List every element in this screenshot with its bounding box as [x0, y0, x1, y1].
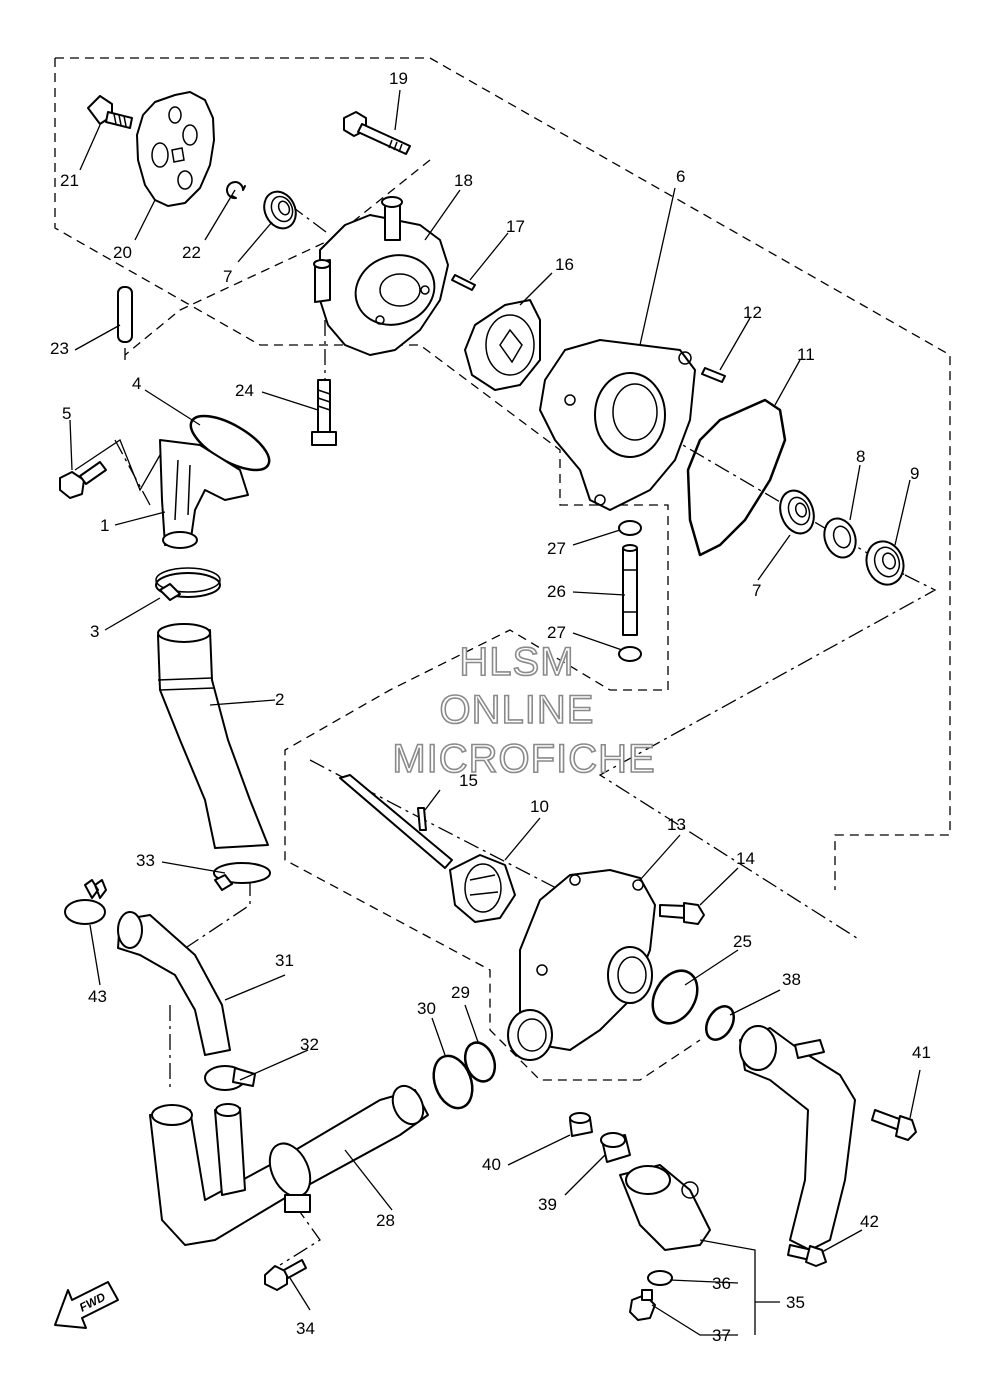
callout-42: 42 — [860, 1212, 879, 1231]
callout-12: 12 — [743, 303, 762, 322]
part-22-circlip — [226, 181, 246, 200]
part-12-pin — [701, 367, 726, 383]
callout-34: 34 — [296, 1319, 315, 1338]
part-28-water-pipe — [149, 1084, 429, 1246]
part-3-hose-clamp — [155, 567, 221, 601]
part-18-pump-housing — [313, 196, 449, 356]
callout-16: 16 — [555, 255, 574, 274]
part-24-bolt — [311, 379, 337, 446]
part-32-clamp — [204, 1065, 256, 1091]
callout-21: 21 — [60, 171, 79, 190]
part-17-pin — [451, 274, 476, 291]
callout-10: 10 — [530, 797, 549, 816]
part-35-pipe-assembly — [619, 1025, 856, 1251]
assembly-boundaries — [54, 57, 951, 1081]
watermark-line-1: HLSM — [459, 640, 574, 684]
watermark: HLSM ONLINE MICROFICHE — [392, 639, 656, 782]
watermark-line-3: MICROFICHE — [392, 737, 655, 781]
callout-7-lower: 7 — [752, 581, 761, 600]
callout-11: 11 — [797, 345, 815, 364]
part-41-bolt — [871, 1109, 917, 1141]
part-13-pump-cover — [507, 869, 656, 1061]
part-1-elbow-fitting — [159, 439, 249, 549]
part-27-oring-lower — [618, 646, 642, 662]
part-42-bolt — [787, 1244, 827, 1267]
callout-35: 35 — [786, 1293, 805, 1312]
callout-8: 8 — [856, 447, 865, 466]
part-31-hose — [117, 911, 231, 1056]
callout-25: 25 — [733, 932, 752, 951]
part-43-clamp — [64, 879, 107, 925]
part-26-pipe — [622, 544, 638, 636]
callout-29: 29 — [451, 983, 470, 1002]
callout-27-upper: 27 — [547, 539, 566, 558]
leader-lines — [69, 89, 921, 1336]
callout-15: 15 — [459, 771, 478, 790]
part-39-grommet — [600, 1132, 631, 1163]
callout-37: 37 — [712, 1326, 731, 1345]
part-7-bearing-upper — [263, 190, 297, 230]
callout-40: 40 — [482, 1155, 501, 1174]
callout-39: 39 — [538, 1195, 557, 1214]
part-16-rotor — [464, 299, 541, 391]
callout-31: 31 — [275, 951, 294, 970]
callout-14: 14 — [736, 849, 755, 868]
callout-24: 24 — [235, 381, 254, 400]
part-2-hose — [157, 623, 269, 849]
callout-30: 30 — [417, 999, 436, 1018]
callout-2: 2 — [275, 690, 284, 709]
part-30-oring — [432, 1054, 474, 1110]
callout-19: 19 — [389, 69, 408, 88]
part-7-bearing-lower — [779, 489, 815, 535]
part-19-bolt — [343, 111, 411, 155]
part-9-mechanical-seal — [865, 540, 905, 586]
part-5-bolt — [59, 461, 107, 499]
callout-36: 36 — [712, 1274, 731, 1293]
part-33-hose-clamp — [213, 862, 271, 891]
callout-5: 5 — [62, 404, 71, 423]
part-40-cap — [569, 1112, 593, 1137]
part-34-bolt — [264, 1259, 307, 1291]
callout-38: 38 — [782, 970, 801, 989]
part-6-pump-cover — [539, 339, 696, 511]
callout-3: 3 — [90, 622, 99, 641]
callout-13: 13 — [667, 815, 686, 834]
part-10-impeller-shaft — [339, 774, 516, 923]
watermark-line-2: ONLINE — [440, 688, 595, 732]
part-20-sprocket — [136, 91, 215, 207]
callout-18: 18 — [454, 171, 473, 190]
part-37-drain-bolt — [629, 1289, 656, 1321]
part-36-washer — [647, 1270, 673, 1286]
callout-6: 6 — [676, 167, 685, 186]
part-27-oring-upper — [618, 520, 642, 536]
callout-4: 4 — [132, 374, 141, 393]
callout-26: 26 — [547, 582, 566, 601]
callout-9: 9 — [910, 464, 919, 483]
callout-20: 20 — [113, 243, 132, 262]
callout-7-upper: 7 — [223, 267, 232, 286]
callout-43: 43 — [88, 987, 107, 1006]
callout-32: 32 — [300, 1035, 319, 1054]
callout-23: 23 — [50, 339, 69, 358]
part-38-oring — [705, 1005, 735, 1041]
part-23-dowel — [117, 286, 133, 343]
fwd-arrow-icon: FWD — [54, 1281, 119, 1329]
callout-17: 17 — [506, 217, 525, 236]
part-25-oring — [651, 969, 699, 1025]
callout-labels: 19 21 20 22 7 18 17 16 6 12 11 8 9 7 27 … — [50, 69, 931, 1345]
part-8-seal — [823, 517, 857, 559]
callout-22: 22 — [182, 243, 201, 262]
callout-33: 33 — [136, 851, 155, 870]
part-14-bolt — [659, 902, 705, 925]
part-15-pin — [417, 807, 427, 831]
part-11-gasket — [686, 398, 787, 557]
part-21-bolt — [87, 95, 133, 129]
callout-1: 1 — [100, 516, 109, 535]
callout-27-lower: 27 — [547, 623, 566, 642]
part-29-oring — [463, 1041, 497, 1083]
callout-41: 41 — [912, 1043, 931, 1062]
callout-28: 28 — [376, 1211, 395, 1230]
